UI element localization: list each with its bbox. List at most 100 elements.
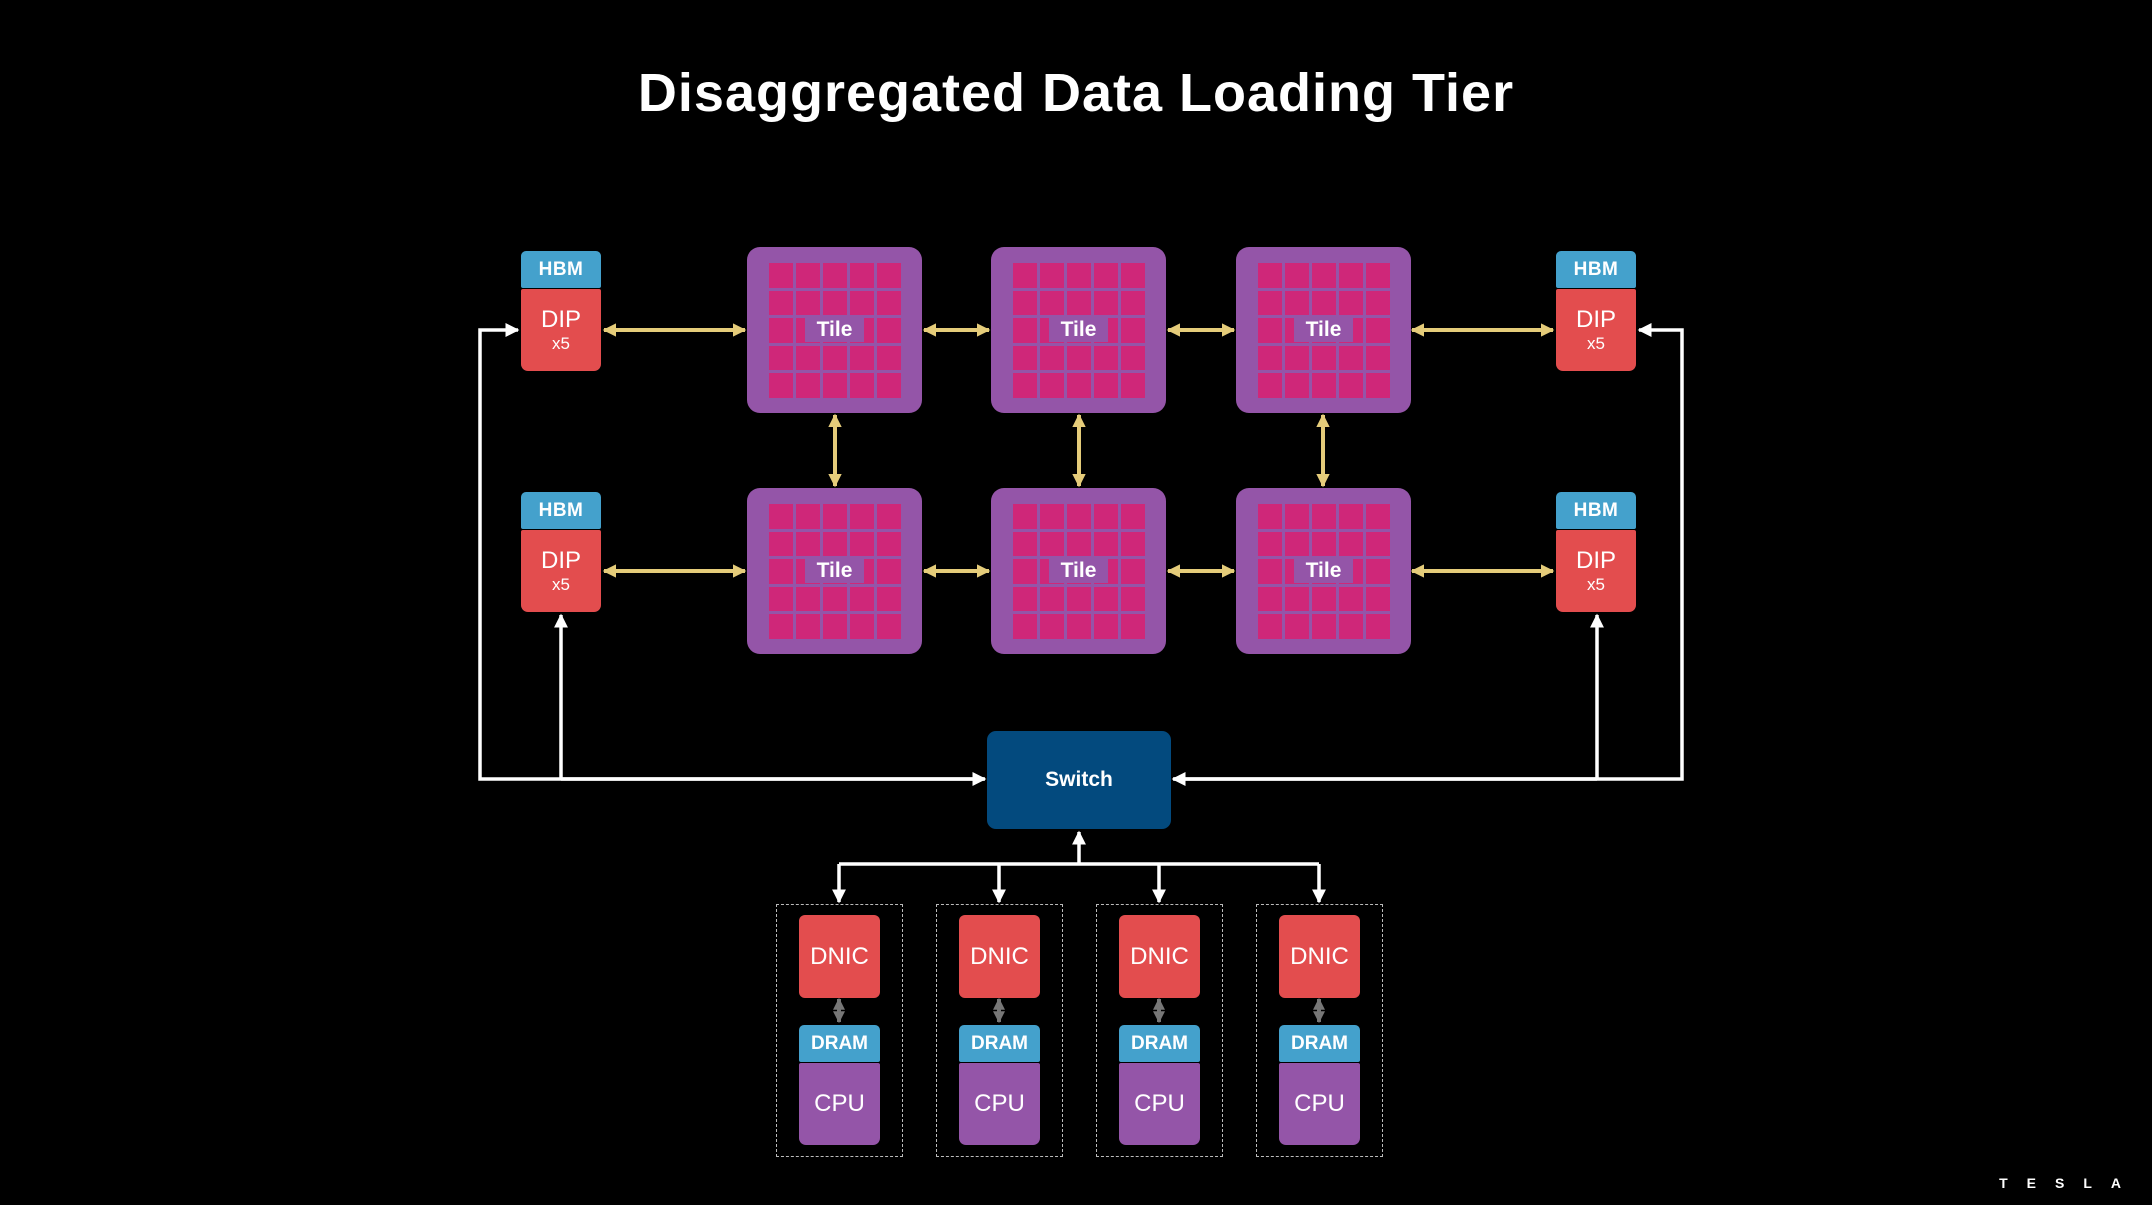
host-local-links [833,997,1325,1024]
tile-node [1013,318,1037,343]
dip-block-bottom-right: HBM DIP x5 [1556,492,1636,612]
tile-node [796,263,820,288]
tile-node [769,290,793,316]
tile-node [1094,586,1118,612]
tile-node [1121,345,1145,371]
tile-node [1013,559,1037,584]
tile-node [1013,586,1037,612]
tile-node [877,614,901,639]
tile-node [769,559,793,584]
tile-node [1121,263,1145,288]
tile-node [796,614,820,639]
dip-block-bottom-left: HBM DIP x5 [521,492,601,612]
tile-node [1040,290,1064,316]
dip-box: DIP x5 [521,530,601,612]
tile-node [1312,373,1336,398]
dram-box: DRAM [799,1025,880,1062]
host-group-3: DNIC DRAM CPU [1096,904,1223,1157]
dip-block-top-right: HBM DIP x5 [1556,251,1636,371]
tile-node [1339,373,1363,398]
tile-node [1121,373,1145,398]
cpu-box: CPU [1279,1063,1360,1145]
tile-node [877,345,901,371]
tile-r1-c3: Tile [1236,247,1411,413]
tile-node [1285,504,1309,529]
dip-count: x5 [552,334,570,353]
tile-node [1366,559,1390,584]
dip-box: DIP x5 [1556,289,1636,371]
tile-node [769,263,793,288]
dip-count: x5 [1587,575,1605,594]
tile-node [1285,614,1309,639]
tile-node [769,614,793,639]
tile-node [1258,318,1282,343]
tile-node [850,504,874,529]
tile-node [1094,263,1118,288]
tile-node [1366,290,1390,316]
tile-node [1258,290,1282,316]
tile-r2-c2: Tile [991,488,1166,654]
tile-node [1094,504,1118,529]
tile-node [1013,531,1037,557]
cpu-box: CPU [799,1063,880,1145]
dram-box: DRAM [1279,1025,1360,1062]
tile-node [1121,614,1145,639]
tile-label: Tile [1049,559,1108,583]
tile-node [1094,614,1118,639]
tile-node [1339,263,1363,288]
host-group-4: DNIC DRAM CPU [1256,904,1383,1157]
tile-node [1121,559,1145,584]
tile-node [1040,614,1064,639]
tile-node [1040,263,1064,288]
tile-node [1258,614,1282,639]
tile-node [850,345,874,371]
tile-node [1312,345,1336,371]
tile-node [850,290,874,316]
tile-node [769,531,793,557]
tile-node [1339,614,1363,639]
tile-node [1285,373,1309,398]
tile-node [1013,504,1037,529]
tile-node [1339,345,1363,371]
dnic-box: DNIC [1279,915,1360,998]
tile-r2-c1: Tile [747,488,922,654]
tile-node [796,290,820,316]
tile-node [1067,373,1091,398]
dnic-box: DNIC [1119,915,1200,998]
tile-node [877,373,901,398]
tile-node [1121,586,1145,612]
tile-node [1121,318,1145,343]
tile-node [769,586,793,612]
tile-node-grid [769,263,901,398]
tile-node [1312,614,1336,639]
tile-node [1258,504,1282,529]
tile-node [1258,373,1282,398]
tile-node [1067,345,1091,371]
tile-node [1121,504,1145,529]
tile-node [1040,531,1064,557]
tile-node [850,531,874,557]
tile-node [1094,290,1118,316]
tile-node [1067,504,1091,529]
dip-box: DIP x5 [1556,530,1636,612]
tile-r1-c2: Tile [991,247,1166,413]
tile-node [1067,290,1091,316]
tile-node [1258,559,1282,584]
tile-label: Tile [1294,318,1353,342]
dip-box: DIP x5 [521,289,601,371]
host-group-2: DNIC DRAM CPU [936,904,1063,1157]
tile-node [877,290,901,316]
tile-node [1258,586,1282,612]
tile-node [1312,586,1336,612]
tile-node [796,345,820,371]
tile-node-grid [769,504,901,639]
tile-node [1040,586,1064,612]
tile-node [877,318,901,343]
dnic-box: DNIC [959,915,1040,998]
tile-node [1094,345,1118,371]
tile-node [1285,345,1309,371]
tile-node [1067,263,1091,288]
tile-node [796,531,820,557]
tile-node [877,586,901,612]
tile-node [877,531,901,557]
